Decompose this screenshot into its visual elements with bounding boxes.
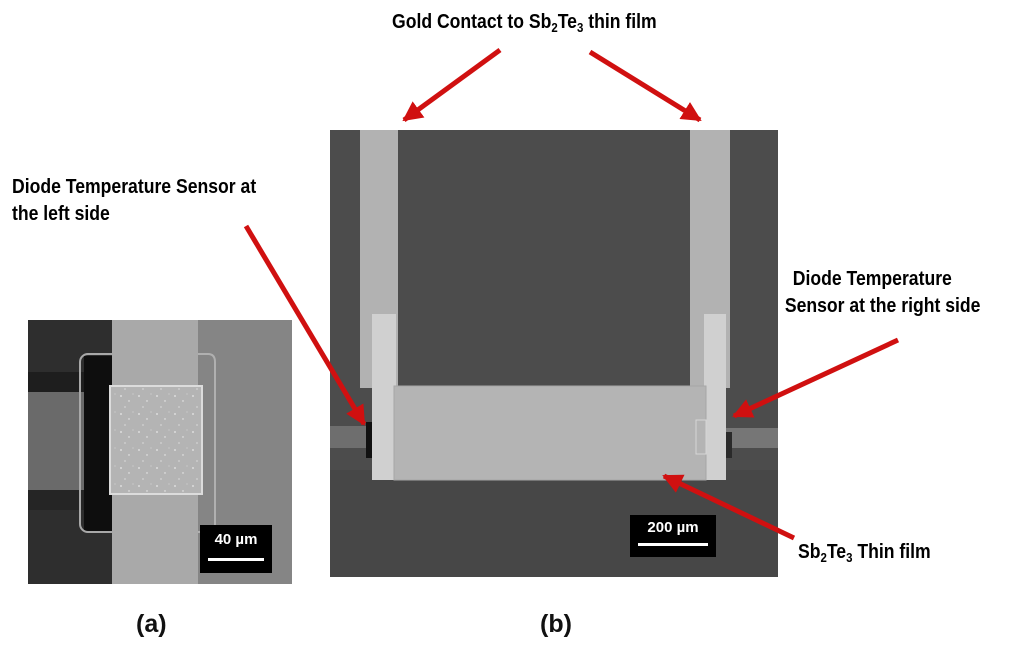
thin-film-te: Te bbox=[826, 541, 847, 563]
gold-contact-label: Gold Contact to Sb2Te3 thin film bbox=[392, 9, 657, 36]
arrow-gold-right bbox=[588, 49, 702, 123]
thin-film-text: Sb bbox=[798, 541, 821, 563]
scale-line-a bbox=[208, 558, 264, 561]
left-sensor-line2: the left side bbox=[12, 203, 110, 225]
scale-bar-b: 200 µm bbox=[630, 515, 716, 557]
right-sensor-line2: Sensor at the right side bbox=[784, 295, 981, 317]
panel-letter-b: (b) bbox=[540, 610, 572, 638]
right-sensor-label: Diode Temperature Sensor at the right si… bbox=[785, 266, 981, 320]
gold-contact-sub-2: 2 bbox=[551, 20, 558, 35]
thin-film-suffix: Thin film bbox=[852, 541, 931, 563]
gold-contact-text: Gold Contact to Sb bbox=[392, 11, 552, 33]
thin-film-sub-3: 3 bbox=[846, 550, 853, 565]
thin-film-label: Sb2Te3 Thin film bbox=[798, 539, 931, 566]
gold-contact-te: Te bbox=[557, 11, 577, 33]
scale-label-b: 200 µm bbox=[647, 519, 699, 536]
scale-label-a: 40 µm bbox=[214, 531, 258, 548]
thin-film-sub-2: 2 bbox=[820, 550, 827, 565]
gold-contact-suffix: thin film bbox=[583, 11, 657, 33]
scale-bar-a: 40 µm bbox=[200, 525, 272, 573]
panel-letter-a: (a) bbox=[136, 610, 167, 638]
scale-line-b bbox=[638, 543, 708, 546]
left-sensor-label: Diode Temperature Sensor at the left sid… bbox=[12, 174, 256, 228]
left-sensor-line1: Diode Temperature Sensor at bbox=[12, 176, 257, 198]
gold-contact-sub-3: 3 bbox=[576, 20, 584, 35]
sem-image-b-graphic bbox=[330, 130, 778, 577]
arrow-gold-left bbox=[402, 47, 502, 123]
sem-image-b: 200 µm bbox=[330, 130, 778, 577]
right-sensor-line1: Diode Temperature bbox=[792, 268, 952, 290]
sem-image-a: 40 µm bbox=[28, 320, 292, 584]
